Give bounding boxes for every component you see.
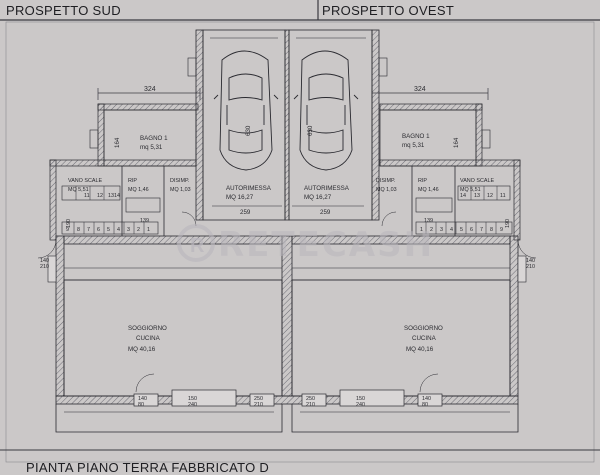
garage-left-area: MQ 16,27 bbox=[226, 194, 254, 201]
dim-garage-width-right: 259 bbox=[320, 209, 331, 216]
stair-num-lb-6: 3 bbox=[127, 227, 130, 233]
disimp-right-name: DISIMP. bbox=[376, 178, 395, 184]
stair-num-rb-0: 1 bbox=[420, 227, 423, 233]
vano-right-area: MQ 5,51 bbox=[460, 187, 481, 193]
stair-num-rt-3: 11 bbox=[500, 193, 506, 199]
bagno-right-name: BAGNO 1 bbox=[402, 133, 430, 140]
header-left-title: PROSPETTO SUD bbox=[6, 3, 121, 18]
watermark-logo-letter: R bbox=[190, 235, 205, 257]
vano-right-name: VANO SCALE bbox=[460, 178, 494, 184]
footer-title: PIANTA PIANO TERRA FABBRICATO D bbox=[26, 460, 269, 475]
stair-num-lt-3: 14 bbox=[114, 193, 120, 199]
living-right-sub: CUCINA bbox=[412, 335, 437, 342]
vano-left-area: MQ 5,51 bbox=[68, 187, 89, 193]
dim-190-right: 190 bbox=[505, 219, 511, 228]
stair-num-rt-1: 13 bbox=[474, 193, 480, 199]
stair-num-rb-6: 7 bbox=[480, 227, 483, 233]
car-left-icon bbox=[213, 50, 279, 171]
watermark-text: RETECASH bbox=[218, 225, 434, 265]
dim-garage-width-left: 259 bbox=[240, 209, 251, 216]
stair-num-lb-4: 5 bbox=[107, 227, 110, 233]
garage-left-name: AUTORIMESSA bbox=[226, 185, 272, 192]
stair-num-rb-3: 4 bbox=[450, 227, 453, 233]
header-right-title: PROSPETTO OVEST bbox=[322, 3, 454, 18]
watermark: R RETECASH bbox=[177, 224, 434, 265]
dim-garage-depth-right: 630 bbox=[307, 125, 314, 136]
living-left-area: MQ 40,16 bbox=[128, 346, 156, 353]
bathroom-walls bbox=[89, 103, 491, 167]
stair-num-lb-0: 9 bbox=[66, 227, 69, 233]
garage-right-name: AUTORIMESSA bbox=[304, 185, 350, 192]
dim-top-right: 324 bbox=[414, 86, 426, 93]
bagno-right-area: mq 5,31 bbox=[402, 142, 425, 149]
car-right-icon bbox=[293, 50, 359, 171]
stair-num-lt-2: 13 bbox=[108, 193, 114, 199]
dim-190-left: 190 bbox=[66, 219, 72, 228]
rip-right-name: RIP bbox=[418, 178, 427, 184]
dim-bath-right: 164 bbox=[453, 137, 460, 148]
stair-num-rb-8: 9 bbox=[500, 227, 503, 233]
disimp-left-area: MQ 1,03 bbox=[170, 187, 191, 193]
stair-num-rt-0: 14 bbox=[460, 193, 466, 199]
stair-num-lb-1: 8 bbox=[77, 227, 80, 233]
living-left-sub: CUCINA bbox=[136, 335, 161, 342]
stair-num-lb-5: 4 bbox=[117, 227, 120, 233]
stair-num-lb-2: 7 bbox=[87, 227, 90, 233]
dim-bath-left: 164 bbox=[114, 137, 121, 148]
stair-num-rb-4: 5 bbox=[460, 227, 463, 233]
vano-left-name: VANO SCALE bbox=[68, 178, 102, 184]
stair-num-lt-1: 12 bbox=[97, 193, 103, 199]
stair-num-lb-7: 2 bbox=[137, 227, 140, 233]
garage-right-area: MQ 16,27 bbox=[304, 194, 332, 201]
bagno-left-area: mq 5,31 bbox=[140, 144, 163, 151]
living-right-name: SOGGIORNO bbox=[404, 325, 443, 332]
stair-num-lt-0: 11 bbox=[84, 193, 90, 199]
dim-top-left: 324 bbox=[144, 86, 156, 93]
disimp-left-name: DISIMP. bbox=[170, 178, 189, 184]
stair-num-lb-3: 6 bbox=[97, 227, 100, 233]
stair-num-rb-2: 3 bbox=[440, 227, 443, 233]
dim-139-right: 139 bbox=[424, 218, 433, 224]
stair-numbers: 11 12 13 14 9 8 7 6 5 4 3 2 1 14 13 12 1… bbox=[66, 193, 506, 233]
rip-left-area: MQ 1,46 bbox=[128, 187, 149, 193]
stair-num-lb-8: 1 bbox=[147, 227, 150, 233]
rip-right-area: MQ 1,46 bbox=[418, 187, 439, 193]
living-left-name: SOGGIORNO bbox=[128, 325, 167, 332]
dim-139-left: 139 bbox=[140, 218, 149, 224]
stair-num-rb-7: 8 bbox=[490, 227, 493, 233]
terrace-outline bbox=[55, 404, 519, 433]
stair-num-rb-1: 2 bbox=[430, 227, 433, 233]
living-right-area: MQ 40,16 bbox=[406, 346, 434, 353]
disimp-right-area: MQ 1,03 bbox=[376, 187, 397, 193]
living-walls bbox=[37, 235, 537, 407]
sheet-frame bbox=[5, 21, 595, 463]
rip-left-name: RIP bbox=[128, 178, 137, 184]
dim-garage-depth-left: 630 bbox=[245, 125, 252, 136]
stair-num-rb-5: 6 bbox=[470, 227, 473, 233]
watermark-logo-icon bbox=[177, 224, 215, 262]
service-band-walls bbox=[49, 159, 521, 241]
stair-num-rt-2: 12 bbox=[487, 193, 493, 199]
bagno-left-name: BAGNO 1 bbox=[140, 135, 168, 142]
